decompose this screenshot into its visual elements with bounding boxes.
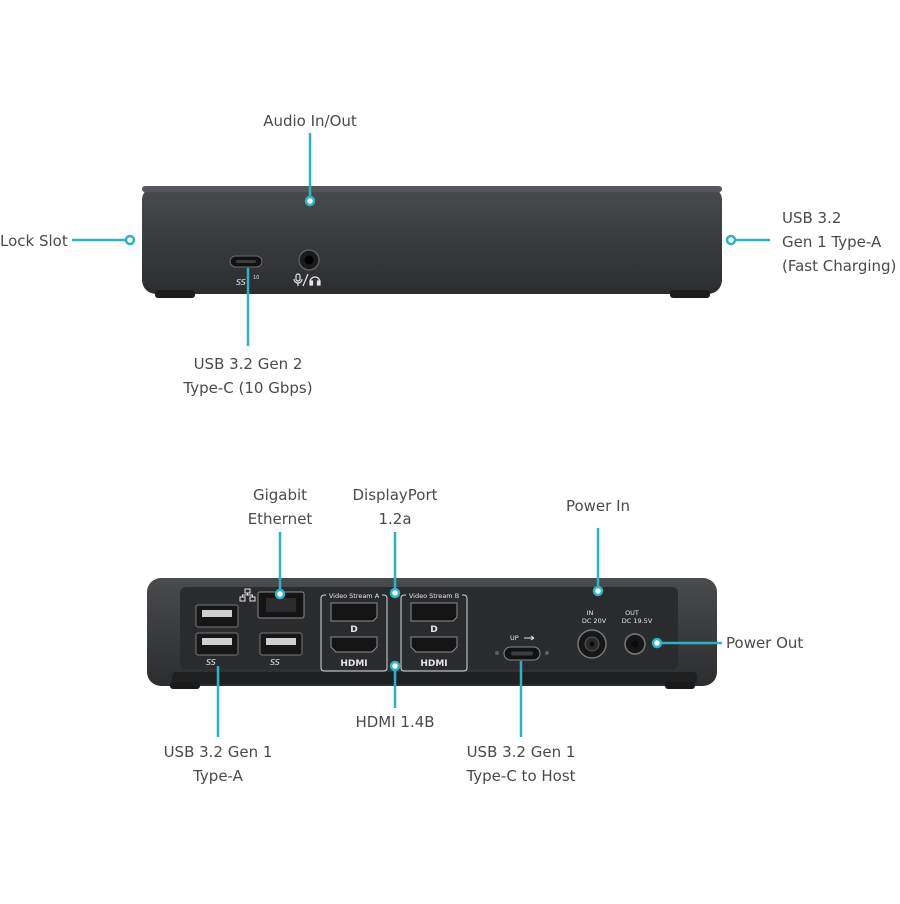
power-out-mark-1: OUT [625,609,639,617]
usb-c-to-host-label: USB 3.2 Gen 1 Type-C to Host [466,743,576,785]
rear-usb-a-stack-left: SS [195,604,239,667]
power-in-mark-2: DC 20V [582,617,607,625]
power-out-callout-dot [651,637,663,649]
power-out-label: Power Out [726,634,804,652]
front-foot-left [155,290,195,298]
usb-c-up-label: UP [510,634,519,642]
network-icon [239,588,256,602]
front-callouts [72,133,770,346]
audio-jack-hole [304,255,314,265]
video-stream-b-group: Video Stream B D HDMI [400,591,468,672]
rear-dock: SS SS Video Stream A D [147,578,717,689]
rear-usb-a-left-logo: SS [206,658,216,667]
rear-callouts [216,528,722,737]
front-usb-c-logo: SS [236,278,246,287]
audio-in-out-label: Audio In/Out [263,112,357,130]
usb-a-fast-charging-label: USB 3.2 Gen 1 Type-A (Fast Charging) [782,209,897,275]
front-dock-body [142,186,722,294]
rear-usb-a-mid-logo: SS [270,658,280,667]
dp-logo-b: D [430,625,437,635]
rear-foot-left [170,682,200,689]
rear-usb-a-mid: SS [259,632,303,667]
front-usb-c-logo-sup: 10 [253,275,259,281]
front-dock: SS 10 [142,186,722,298]
usb-up-arrow-icon [524,635,535,641]
rear-usb-c-host: UP [495,634,549,661]
audio-callout-dot [304,195,316,207]
usb-c-gen2-label: USB 3.2 Gen 2 Type-C (10 Gbps) [183,355,313,397]
usb-a-gen1-label: USB 3.2 Gen 1 Type-A [163,743,273,785]
rear-base-rim [172,672,697,684]
gigabit-ethernet-label: Gigabit Ethernet [247,486,313,528]
displayport-callout-dot [389,587,401,599]
front-foot-right [670,290,710,298]
power-out-mark-2: DC 19.5V [622,617,653,625]
front-usb-c-tongue [236,260,256,263]
hdmi-logo-a: HDMI [340,659,367,669]
power-in-callout-dot [592,585,604,597]
rear-foot-right [665,682,695,689]
usb-a-fast-callout-dot [725,234,737,246]
dp-logo-a: D [350,625,357,635]
video-stream-b-label: Video Stream B [409,592,459,600]
hdmi-label: HDMI 1.4B [355,713,435,731]
hdmi-b-port [410,636,458,653]
displayport-b-port [410,602,458,622]
lock-callout-dot [124,234,136,246]
hdmi-logo-b: HDMI [420,659,447,669]
rear-power-out: OUT DC 19.5V [622,609,653,655]
mic-headset-icon [293,273,321,287]
rear-power-in: IN DC 20V [577,609,607,659]
video-stream-a-label: Video Stream A [329,592,380,600]
front-dock-top-edge [142,186,722,192]
power-in-label: Power In [565,497,631,515]
hdmi-a-port [330,636,378,653]
hdmi-callout-dot [389,660,401,672]
lock-slot-label: Lock Slot [0,232,68,250]
displayport-label: DisplayPort 1.2a [352,486,438,528]
power-in-mark-1: IN [587,609,594,617]
displayport-a-port [330,602,378,622]
video-stream-a-group: Video Stream A D HDMI [320,591,388,672]
ethernet-callout-dot [274,588,286,600]
